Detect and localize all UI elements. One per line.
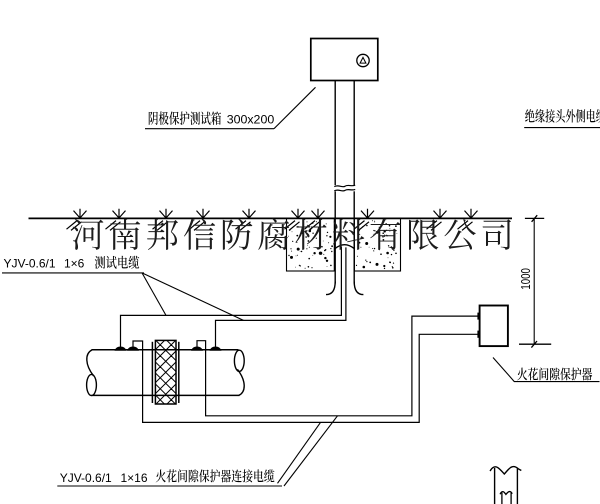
svg-text:300x200: 300x200: [227, 112, 275, 126]
svg-text:1×6: 1×6: [64, 257, 85, 271]
svg-text:1×16: 1×16: [121, 471, 148, 485]
svg-text:1000: 1000: [518, 268, 533, 290]
svg-text:YJV-0.6/1: YJV-0.6/1: [4, 257, 56, 271]
svg-text:YJV-0.6/1: YJV-0.6/1: [60, 471, 112, 485]
